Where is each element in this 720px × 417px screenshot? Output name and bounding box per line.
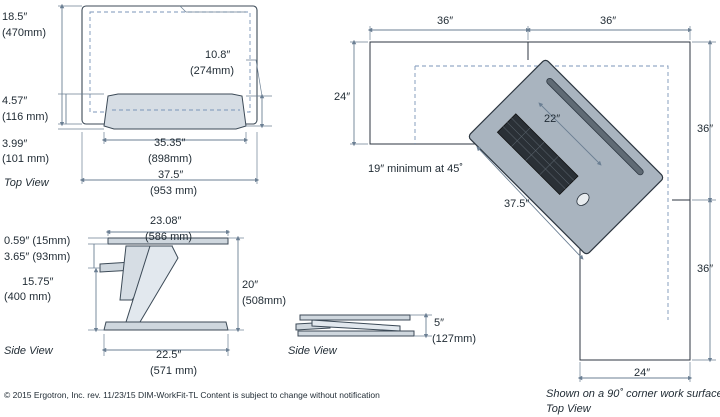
dim-total-height-mm: (508mm): [242, 295, 286, 307]
collapsed-arm: [311, 319, 401, 332]
dim-width: 37.5″: [158, 169, 183, 181]
dim-top-width-mm: (586 mm): [145, 231, 192, 243]
dim-top-width: 23.08″: [150, 215, 182, 227]
dim-keyboard-height: 15.75″: [22, 276, 54, 288]
dim-keyboard-mm: (116 mm): [2, 111, 48, 123]
dim-corner-top-right: 36″: [600, 15, 616, 27]
side-worksurface: [107, 237, 229, 245]
dim-corner-diag-long: 37.5″: [504, 198, 529, 210]
dim-collapsed-height: 5″: [434, 317, 444, 329]
side-view-left: 23.08″ (586 mm) 0.59″ (15mm) 3.65″ (93mm…: [4, 215, 286, 377]
dim-corner-top-left: 36″: [437, 15, 453, 27]
dim-collapsed-height-mm: (127mm): [432, 333, 476, 345]
dim-corner-right-upper: 36″: [697, 123, 713, 135]
dim-inner-width-mm: (898mm): [148, 153, 192, 165]
corner-dashed-guide: [415, 65, 669, 320]
dim-base-width: 22.5″: [156, 349, 181, 361]
corner-caption-line2: Top View: [546, 403, 592, 415]
dim-keyboard: 4.57″: [2, 95, 27, 107]
side-view-collapsed: 5″ (127mm) Side View: [288, 312, 476, 357]
top-view-left: 18.5″ (470mm) 4.57″ (116 mm) 3.99″ (101 …: [2, 3, 272, 197]
dim-width-mm: (953 mm): [150, 185, 197, 197]
dim-surface-thickness: 0.59″ (15mm): [4, 235, 70, 247]
dim-keyboard-tray-drop: 3.65″ (93mm): [4, 251, 70, 263]
corner-worksurface: [369, 41, 691, 361]
side-view-caption: Side View: [4, 345, 54, 357]
dim-keyboard-height-mm: (400 mm): [4, 291, 51, 303]
dim-inner-width: 35.35″: [154, 137, 186, 149]
corner-caption-line1: Shown on a 90˚ corner work surface.: [546, 388, 720, 400]
dim-total-height: 20″: [242, 279, 258, 291]
footer-copyright: © 2015 Ergotron, Inc. rev. 11/23/15 DIM-…: [4, 390, 380, 400]
dim-tray: 10.8″: [205, 49, 230, 61]
dim-corner-diag-short: 22″: [544, 113, 560, 125]
corner-view: 36″ 36″ 24″ 36″ 36″ 24″ 22″ 37.5″ 19″ mi…: [334, 15, 720, 415]
dim-depth: 18.5″: [2, 11, 27, 23]
dim-front: 3.99″: [2, 138, 27, 150]
dim-base-width-mm: (571 mm): [150, 365, 197, 377]
collapsed-base: [297, 330, 415, 337]
collapsed-worksurface: [299, 314, 411, 321]
side-lift-arm-back: [125, 245, 179, 323]
dim-tray-mm: (274mm): [190, 65, 234, 77]
note-minimum-angle: 19″ minimum at 45˚: [368, 163, 463, 175]
dim-depth-mm: (470mm): [2, 27, 46, 39]
side-base: [103, 321, 229, 331]
top-view-caption: Top View: [4, 177, 50, 189]
dim-front-mm: (101 mm): [2, 153, 49, 165]
keyboard-tray: [103, 93, 247, 130]
dim-corner-bottom-depth: 24″: [634, 367, 650, 379]
dim-corner-right-lower: 36″: [697, 263, 713, 275]
dim-corner-left-depth: 24″: [334, 91, 350, 103]
collapsed-caption: Side View: [288, 345, 338, 357]
